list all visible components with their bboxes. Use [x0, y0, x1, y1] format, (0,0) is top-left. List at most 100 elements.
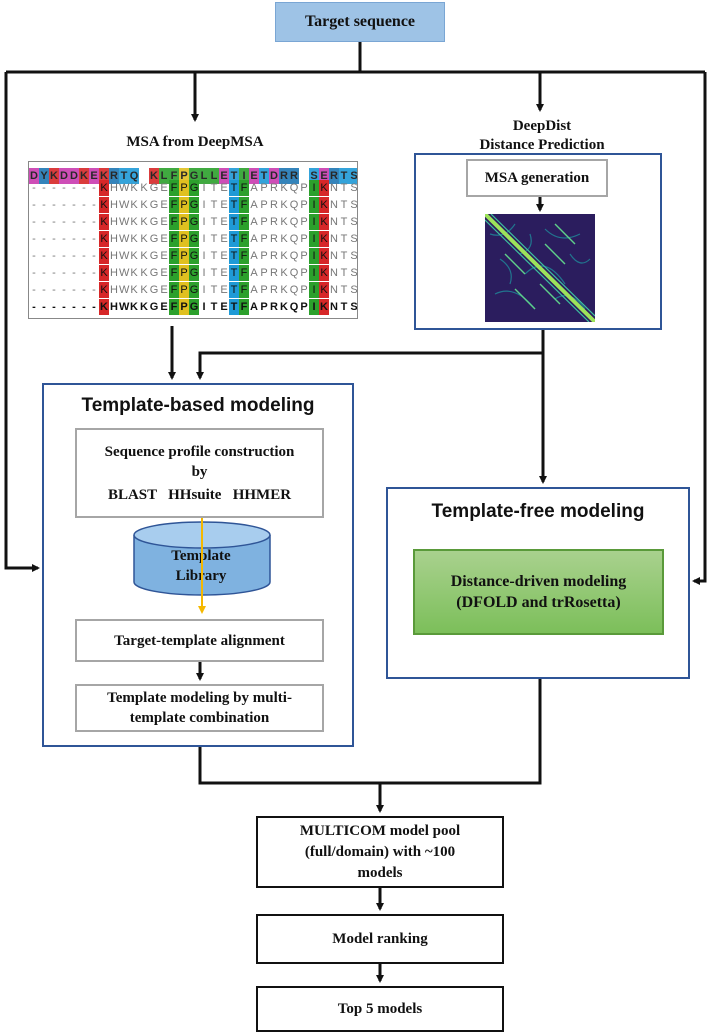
- msa-residue: T: [210, 250, 218, 262]
- msa-residue: Q: [129, 168, 139, 184]
- msa-residue: T: [229, 265, 239, 281]
- msa-residue: I: [202, 267, 206, 279]
- msa-residue: -: [92, 301, 96, 313]
- msa-residue: S: [349, 168, 358, 184]
- msa-residue: -: [72, 284, 76, 296]
- msa-residue: K: [280, 233, 288, 245]
- msa-residue: -: [92, 250, 96, 262]
- msa-residue: P: [260, 284, 268, 296]
- template-modeling-line2: template combination: [129, 710, 270, 726]
- msa-residue: G: [189, 299, 199, 315]
- msa-residue: -: [92, 199, 96, 211]
- msa-residue: P: [300, 233, 308, 245]
- msa-residue: E: [160, 250, 168, 262]
- msa-residue: -: [62, 250, 66, 262]
- msa-residue: -: [42, 267, 46, 279]
- msa-residue: -: [52, 233, 56, 245]
- msa-residue: H: [110, 267, 118, 279]
- msa-residue: I: [239, 168, 249, 184]
- sequence-profile-line3: BLAST HHsuite HHMER: [107, 486, 292, 503]
- msa-residue: L: [199, 168, 209, 184]
- msa-residue: G: [189, 214, 199, 230]
- model-ranking-box: Model ranking: [256, 914, 504, 964]
- msa-residue: F: [169, 197, 179, 213]
- msa-residue: T: [340, 301, 348, 313]
- msa-residue: F: [239, 231, 249, 247]
- msa-residue: T: [340, 267, 348, 279]
- msa-residue: A: [250, 199, 258, 211]
- msa-residue: P: [300, 267, 308, 279]
- msa-residue: K: [140, 301, 148, 313]
- msa-residue: Q: [289, 284, 299, 296]
- msa-residue: I: [202, 182, 206, 194]
- msa-residue: F: [169, 231, 179, 247]
- msa-residue: K: [99, 180, 109, 196]
- msa-residue: G: [149, 233, 159, 245]
- msa-residue: T: [340, 199, 348, 211]
- msa-residue: -: [42, 199, 46, 211]
- msa-residue: -: [72, 250, 76, 262]
- msa-residue: -: [92, 216, 96, 228]
- msa-residue: K: [130, 250, 138, 262]
- msa-residue: T: [229, 197, 239, 213]
- msa-residue: -: [82, 301, 86, 313]
- msa-residue: F: [239, 299, 249, 315]
- msa-residue: N: [330, 284, 338, 296]
- msa-residue: E: [220, 267, 228, 279]
- msa-residue: T: [229, 231, 239, 247]
- target-sequence-box: Target sequence: [275, 2, 445, 42]
- msa-residue: -: [52, 216, 56, 228]
- msa-residue: G: [149, 182, 159, 194]
- msa-residue: R: [270, 284, 278, 296]
- msa-residue: -: [92, 233, 96, 245]
- msa-residue: K: [130, 199, 138, 211]
- msa-residue: -: [92, 267, 96, 279]
- msa-residue: T: [340, 233, 348, 245]
- msa-residue: E: [160, 233, 168, 245]
- msa-generation-box: MSA generation: [466, 159, 608, 197]
- msa-residue: -: [82, 182, 86, 194]
- msa-residue: T: [340, 250, 348, 262]
- msa-title: MSA from DeepMSA: [126, 134, 264, 150]
- msa-residue: S: [350, 250, 358, 262]
- distance-modeling-line2: (DFOLD and trRosetta): [456, 594, 621, 611]
- msa-residue: I: [309, 299, 319, 315]
- msa-residue: F: [239, 214, 249, 230]
- msa-residue: T: [259, 168, 269, 184]
- msa-residue: I: [309, 180, 319, 196]
- msa-residue: K: [149, 168, 159, 184]
- msa-residue: I: [309, 231, 319, 247]
- msa-residue: F: [169, 180, 179, 196]
- msa-residue: -: [52, 250, 56, 262]
- msa-residue: -: [62, 233, 66, 245]
- msa-residue: S: [350, 267, 358, 279]
- distance-map-image: [485, 214, 595, 322]
- msa-residue: S: [350, 216, 358, 228]
- msa-residue: H: [110, 284, 118, 296]
- msa-residue: K: [99, 168, 109, 184]
- msa-residue: -: [32, 216, 36, 228]
- msa-residue: G: [149, 284, 159, 296]
- msa-residue: R: [270, 199, 278, 211]
- msa-residue: -: [32, 233, 36, 245]
- msa-residue: I: [202, 301, 206, 313]
- arrow-right-to-template-free: [692, 72, 707, 585]
- msa-residue: E: [89, 168, 99, 184]
- msa-residue: T: [210, 216, 218, 228]
- msa-residue: G: [149, 267, 159, 279]
- msa-residue: E: [249, 168, 259, 184]
- template-library-label: Template Library: [130, 546, 272, 586]
- msa-residue: P: [300, 284, 308, 296]
- msa-residue: W: [119, 216, 130, 228]
- msa-residue: Q: [289, 199, 299, 211]
- msa-residue: T: [119, 168, 129, 184]
- msa-residue: -: [32, 267, 36, 279]
- msa-residue: G: [149, 301, 159, 313]
- msa-residue: P: [179, 248, 189, 264]
- msa-residue: -: [32, 284, 36, 296]
- msa-residue: E: [220, 182, 228, 194]
- msa-residue: N: [330, 267, 338, 279]
- model-pool-line2: (full/domain) with ~100: [304, 843, 456, 860]
- msa-residue: A: [250, 216, 258, 228]
- msa-residue: -: [32, 182, 36, 194]
